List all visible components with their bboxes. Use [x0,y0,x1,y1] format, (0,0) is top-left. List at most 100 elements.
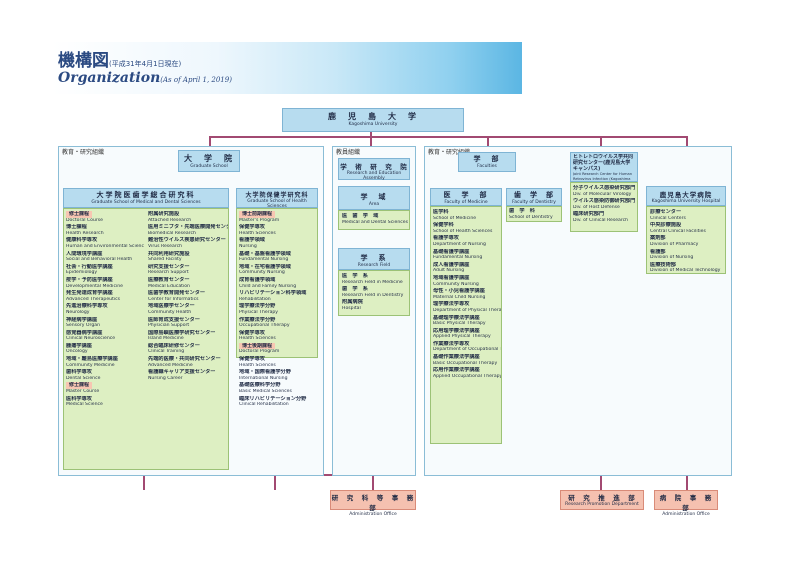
medical-dental-grad-header: 大学院医歯学総合研究科 Graduate School of Medical a… [63,188,229,208]
list-item-label: 医療教育センター [148,276,190,283]
list-item-english: Developmental Medicine [66,283,123,289]
office-name: 病 院 事 務 部 [659,494,720,512]
list-item-english: Dental Science [66,375,101,381]
list-item-label: 社会・行動医学講座 [66,263,113,270]
list-item-english: Health Research [66,230,104,236]
list-item-label: 歯 学 科 [509,208,535,214]
connector-line [600,136,602,152]
list-item-label: 医 歯 学 域 [342,213,379,219]
list-item-english: Social and Behavioral Health [66,257,133,263]
list-item-english: Division of Nursing [650,255,694,261]
list-item-english: Div. of Molecular Virology [573,191,632,197]
list-item-english: Maternal Child Nursing [433,294,486,300]
list-item-label: 基礎作業療法学講座 [433,354,480,361]
list-item-english: Health Sciences [239,230,276,236]
research-assembly-title-english: Research and Education Assembly [346,171,402,181]
list-item-english: Fundamental Nursing [239,257,289,263]
office-name-english: Research Promotion Department [565,502,639,507]
list-item-english: Research Support [148,270,189,276]
list-item-label: 共同利用研究施設 [148,250,190,257]
list-item-label: ウイルス感染防御研究部門 [573,198,636,205]
list-item-english: Community Nursing [239,270,285,276]
list-item-english: Adult Nursing [433,268,465,274]
faculty-medicine-title-english: Faculty of Medicine [444,200,488,205]
list-item-english: Attached Research [148,217,192,223]
group-label: 教員組織 [336,149,361,156]
list-item-label: 附属研究施設 [148,211,180,217]
list-item-label: 基礎看護学講座 [433,248,470,255]
list-item-english: Physician Support [148,323,190,329]
list-item-english: Applied Physical Therapy [433,334,491,340]
area-box: 学 域 Area [338,186,410,210]
list-item-label: 看護部 [650,248,666,255]
hospital-title: 鹿児島大学病院 [659,191,713,199]
list-item-label: 地域・在宅看護学領域 [239,263,291,270]
list-item-english: Division of Pharmacy [650,241,699,247]
health-grad-title: 大学院保健学研究科 [245,192,309,199]
medical-dental-grad-title: 大学院医歯学総合研究科 [96,191,196,199]
list-item-english: Research Field in Medicine [342,279,403,285]
faculty-medicine-header: 医 学 部 Faculty of Medicine [430,188,502,206]
list-item-english: Nursing Career [148,375,183,381]
list-item-english: Division of Medical Technology [650,268,721,274]
area-title: 学 域 [360,193,388,201]
title-date-note-english: (As of April 1, 2019) [160,76,232,84]
list-item-english: Central Clinical Facilities [650,228,706,234]
health-grad-header: 大学院保健学研究科 Graduate School of Health Scie… [236,188,318,209]
university-name: 鹿 児 島 大 学 [328,112,418,121]
faculty-dentistry-title: 歯 学 部 [514,191,554,199]
list-item-english: Community Health [148,309,192,315]
list-item-label: 博士課程 [66,224,87,231]
list-item-english: Center for Informatics [148,296,199,302]
research-assembly-title: 学 術 研 究 院 [340,163,408,171]
list-item-english: Hospital [342,305,361,311]
list-item-label: 応用理学療法学講座 [433,327,480,334]
list-item-label: 臨床研究部門 [573,211,605,218]
list-item-label: 基礎・基盤看護学領域 [239,250,291,257]
list-item-label: 臨床リハビリテーション分野 [239,395,307,402]
list-item-english: Neurology [66,309,90,315]
page-title: 機構図(平成31年4月1日現在) [58,51,182,71]
faculty-dentistry-title-english: Faculty of Dentistry [512,200,556,205]
group-label: 教育・研究組織 [428,149,471,156]
list-item-english: Clinical Training [148,349,185,355]
list-item-label: 博士前期課程 [239,211,317,218]
list-item-label: 分子ウイルス感染研究部門 [573,185,636,191]
list-item-label: 理学療法学専攻 [433,301,470,308]
research-field-box: 学 系 Research Field [338,248,410,270]
list-item-label: 人間環境学講座 [66,250,103,257]
list-item-english: Nursing [239,243,257,249]
list-item-label: 感覚器病学講座 [66,329,103,336]
list-item-label: 理学療法学分野 [239,303,276,310]
list-item-label: 医師育成支援センター [148,316,200,323]
list-item-label: 看護学専攻 [433,235,459,242]
list-item-label: 薬剤部 [650,235,666,242]
list-item-english: Advanced Therapeutics [66,296,121,302]
office-name-english: Administration Office [349,512,397,517]
list-item-english: Department of Occupational Therapy [433,347,501,353]
list-item-label: 作業療法学分野 [239,316,276,323]
list-item-label: 歯科学専攻 [66,369,92,376]
list-item-english: Epidemiology [66,270,98,276]
list-item-label: 地域・離島医療学講座 [66,356,118,363]
list-item-label: 先進治療科学専攻 [66,303,108,310]
list-item-english: Child and Family Nursing [239,283,297,289]
list-item-english: Biomedical Research [148,230,196,236]
research-promotion-box: 研 究 推 進 部 Research Promotion Department [560,490,644,510]
list-item-english: Clinical Centers [650,215,686,221]
title-banner [52,42,522,94]
connector-line [487,136,489,154]
health-grad-title-english: Graduate School of Health Sciences [247,199,307,209]
list-item-label: 成育看護学領域 [239,276,276,283]
list-item-english: Doctoral Program [239,349,280,355]
list-item-label: 基礎理学療法学講座 [433,314,480,321]
list-item-label: 保健学科 [433,222,454,229]
list-item-english: Medical and Dental Sciences [342,219,408,225]
list-item-label: 健康科学専攻 [66,237,98,244]
university-box: 鹿 児 島 大 学 Kagoshima University [282,108,464,132]
